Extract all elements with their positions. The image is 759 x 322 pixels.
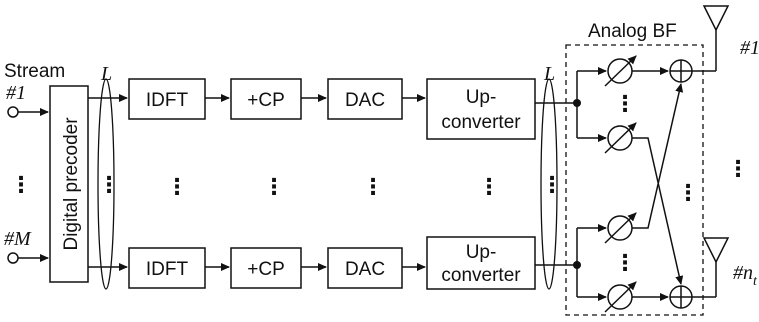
input-port-bottom [7, 252, 19, 264]
column-ellipsis-upconv: ⋮ [478, 175, 500, 200]
antenna-icon-bottom [702, 237, 730, 264]
antenna-ellipsis: ⋮ [727, 157, 749, 182]
adder-bottom [669, 285, 693, 309]
bundle-ellipse-right [540, 78, 558, 290]
bundle-ellipsis-left: ⋮ [98, 173, 120, 198]
dac-label-bottom: DAC [345, 259, 385, 280]
analog-bf-region [565, 44, 704, 316]
ps-ellipsis-bottom: ⋮ [614, 251, 636, 276]
upconverter-block-bottom [426, 236, 536, 290]
stream-bottom-index: #M [4, 228, 32, 250]
adder-ellipsis: ⋮ [677, 181, 699, 206]
upconverter-label-top-1: Up- [466, 87, 497, 108]
column-ellipsis-dac: ⋮ [362, 175, 384, 200]
dac-block-bottom [327, 247, 403, 289]
cp-block-top [230, 78, 302, 120]
stream-top-index: #1 [6, 82, 26, 104]
arrow-ps3-to-adder-top [632, 83, 684, 229]
input-port-top [7, 106, 19, 118]
phase-shifter-1 [604, 55, 637, 87]
upconverter-label-bottom-2: converter [441, 265, 521, 286]
stream-label: Stream [4, 61, 65, 82]
idft-label-top: IDFT [146, 90, 189, 111]
idft-block-top [128, 78, 206, 120]
digital-precoder-label: Digital precoder [61, 117, 82, 251]
rf-chain-count-left: L [100, 63, 112, 85]
cp-label-bottom: +CP [247, 259, 285, 280]
antenna-bottom-label-main: #n [733, 262, 753, 284]
input-ellipsis: ⋮ [10, 173, 32, 198]
phase-shifter-4 [604, 281, 637, 313]
rf-chain-count-right: L [543, 63, 555, 85]
antenna-bottom-label: #nt [733, 262, 758, 289]
column-ellipsis-cp: ⋮ [263, 175, 285, 200]
digital-precoder-block [49, 85, 89, 283]
ps-ellipsis-top: ⋮ [614, 92, 636, 117]
bundle-ellipsis-right: ⋮ [541, 173, 563, 198]
upconverter-block-top [426, 78, 536, 140]
cp-label-top: +CP [247, 90, 285, 111]
phase-shifter-3 [604, 212, 637, 244]
bundle-ellipse-left [97, 78, 115, 290]
adder-top [669, 59, 693, 83]
antenna-bottom-label-sub: t [753, 274, 758, 289]
idft-block-bottom [128, 247, 206, 289]
phase-shifter-2 [604, 122, 637, 154]
upconverter-label-top-2: converter [441, 112, 521, 133]
dac-block-top [327, 78, 403, 120]
cp-block-bottom [230, 247, 302, 289]
antenna-icon-top [702, 5, 730, 32]
column-ellipsis-idft: ⋮ [166, 175, 188, 200]
idft-label-bottom: IDFT [146, 259, 189, 280]
analog-bf-label: Analog BF [588, 21, 677, 42]
antenna-top-label: #1 [740, 37, 759, 59]
arrow-ps2-to-adder-bottom [632, 137, 684, 285]
dac-label-top: DAC [345, 90, 385, 111]
upconverter-label-bottom-1: Up- [466, 242, 497, 263]
